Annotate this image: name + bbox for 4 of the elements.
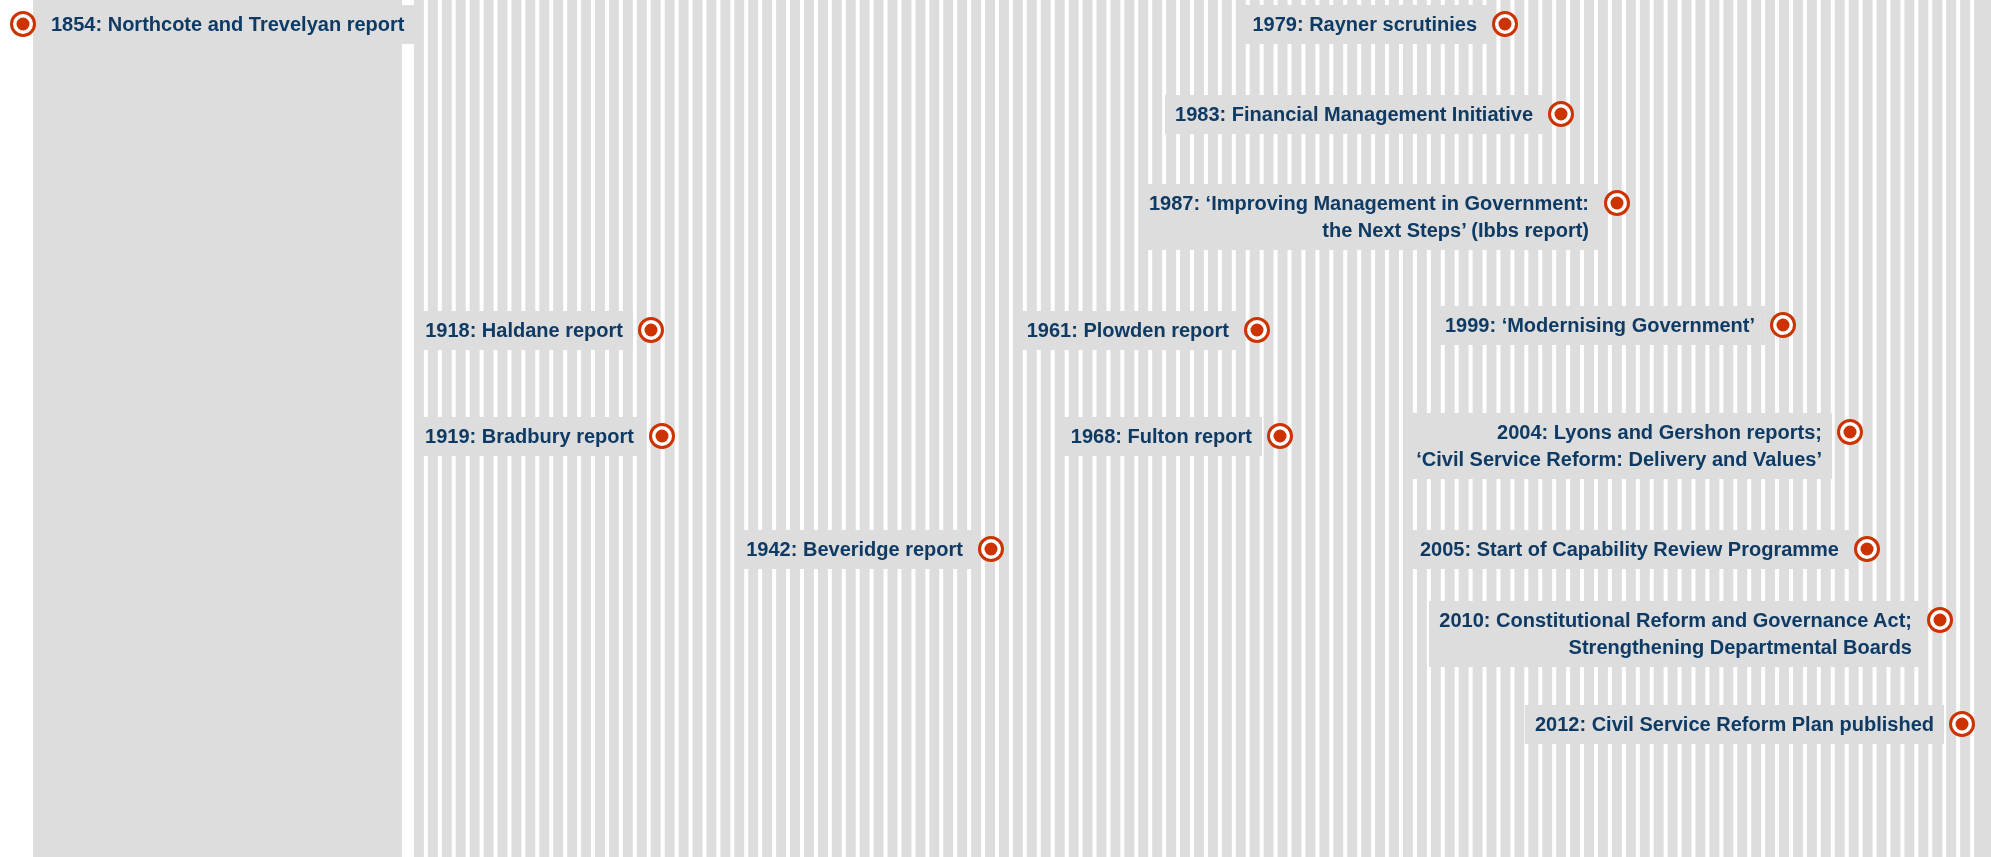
event-label: 1979: Rayner scrutinies: [1242, 5, 1487, 44]
event-label: 1983: Financial Management Initiative: [1165, 95, 1543, 134]
event-label: 2010: Constitutional Reform and Governance Act; Strengthening Departmental Boards: [1429, 601, 1922, 667]
event-label: 2012: Civil Service Reform Plan published: [1524, 705, 1944, 744]
